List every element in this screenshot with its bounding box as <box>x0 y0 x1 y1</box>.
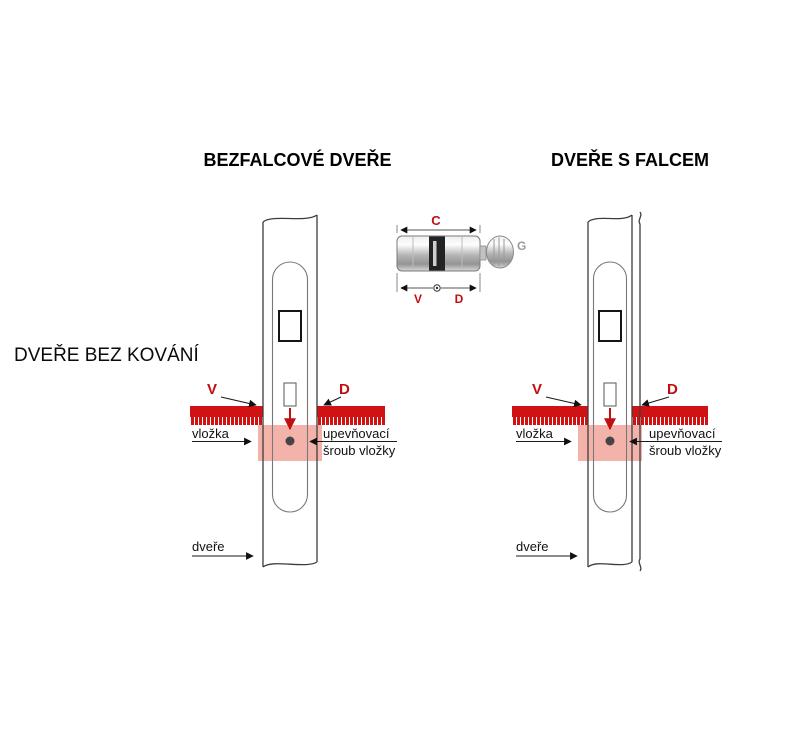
dim-v-label-left: V <box>207 381 218 398</box>
cylinder-illustration <box>396 225 514 292</box>
rebate-line-right <box>638 211 642 572</box>
faceplate-slot-right <box>592 261 628 513</box>
cylinder-knob-g-label: G <box>517 239 527 253</box>
door-profile-left <box>262 214 318 568</box>
latch-right <box>598 310 622 342</box>
ruler-band-right-door-inner <box>632 406 708 425</box>
dvere-label-right: dveře <box>516 539 549 554</box>
fixing-screw-left <box>285 436 295 446</box>
screw-label-line2-right: šroub vložky <box>649 443 722 458</box>
door-profile-right <box>587 214 633 568</box>
faceplate-slot-left <box>271 261 309 513</box>
leader-v-left <box>220 396 257 408</box>
screw-label-line1-right: upevňovací <box>649 426 716 441</box>
title-dvere-s-falcem: DVEŘE S FALCEM <box>550 150 710 170</box>
dim-v-label-right: V <box>532 381 543 398</box>
cylinder-slot-left <box>283 382 297 407</box>
cylinder-dim-d-label: D <box>454 292 464 306</box>
screw-label-line2-left: šroub vložky <box>323 443 396 458</box>
ruler-band-right-door-outer <box>512 406 588 425</box>
dim-d-label-right: D <box>667 381 678 398</box>
dim-d-label-left: D <box>339 381 350 398</box>
vlozka-label-right: vložka <box>516 426 553 441</box>
leader-d-left <box>323 396 342 406</box>
cylinder-cam <box>429 236 445 271</box>
leader-v-right <box>545 396 582 408</box>
title-bezfalcove-dvere: BEZFALCOVÉ DVEŘE <box>203 150 392 170</box>
cylinder-dim-v-label: V <box>413 292 422 306</box>
side-note-dvere-bez-kovani: DVEŘE BEZ KOVÁNÍ <box>14 345 199 366</box>
fixing-screw-right <box>605 436 615 446</box>
screw-label-line1-left: upevňovací <box>323 426 390 441</box>
ruler-band-left-door-outer <box>190 406 263 425</box>
cylinder-slot-right <box>603 382 617 407</box>
dvere-label-left: dveře <box>192 539 225 554</box>
vlozka-label-left: vložka <box>192 426 229 441</box>
ruler-band-left-door-inner <box>317 406 385 425</box>
leader-d-right <box>641 396 670 407</box>
thumbturn-knob <box>486 235 514 269</box>
latch-left <box>278 310 302 342</box>
cylinder-dim-c-label: C <box>431 213 441 228</box>
